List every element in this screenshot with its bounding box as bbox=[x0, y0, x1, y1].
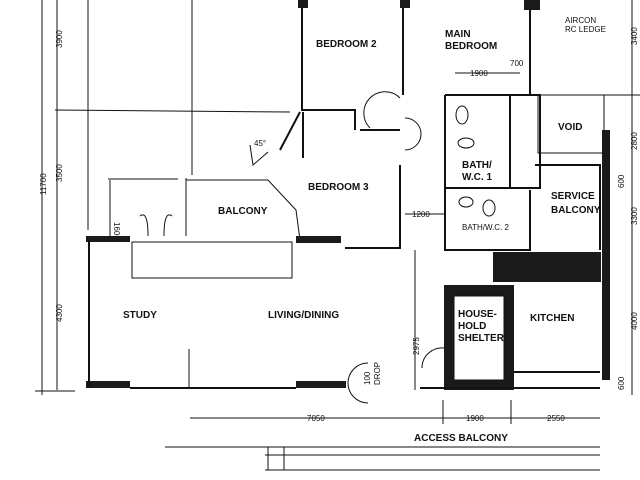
label-main-bedroom-2: BEDROOM bbox=[445, 41, 497, 52]
dim-1600: 1600 bbox=[112, 222, 121, 240]
label-drop-2: DROP bbox=[373, 362, 382, 385]
dim-3300: 3300 bbox=[630, 207, 639, 225]
dim-3400: 3400 bbox=[630, 27, 639, 45]
label-drop-1: 100 bbox=[363, 371, 372, 385]
left-dimensions bbox=[35, 0, 291, 395]
label-void: VOID bbox=[558, 122, 582, 133]
label-kitchen: KITCHEN bbox=[530, 313, 574, 324]
dim-1900-top: 1900 bbox=[470, 69, 488, 78]
label-service-1: SERVICE bbox=[551, 191, 595, 202]
walls bbox=[86, 0, 610, 404]
label-aircon-1: AIRCON bbox=[565, 16, 596, 25]
label-balcony: BALCONY bbox=[218, 206, 268, 217]
label-living-dining: LIVING/DINING bbox=[268, 310, 339, 321]
label-bedroom-3: BEDROOM 3 bbox=[308, 182, 369, 193]
right-bottom-dimensions bbox=[165, 0, 640, 471]
dim-700: 700 bbox=[510, 59, 524, 68]
dim-2550: 2550 bbox=[547, 414, 565, 423]
dim-600-bottom: 600 bbox=[617, 376, 626, 390]
label-main-bedroom-1: MAIN bbox=[445, 29, 471, 40]
dim-45: 45° bbox=[254, 139, 266, 148]
label-shelter-2: HOLD bbox=[458, 321, 486, 332]
dim-4300: 4300 bbox=[55, 304, 64, 322]
label-bath-2: BATH/W.C. 2 bbox=[462, 223, 510, 232]
label-study: STUDY bbox=[123, 310, 157, 321]
dim-2975: 2975 bbox=[412, 337, 421, 355]
label-bath-1b: W.C. 1 bbox=[462, 172, 492, 183]
dim-3500: 3500 bbox=[55, 164, 64, 182]
dim-1900: 1900 bbox=[466, 414, 484, 423]
label-aircon-2: RC LEDGE bbox=[565, 25, 606, 34]
dim-600-top: 600 bbox=[617, 174, 626, 188]
dim-3900: 3900 bbox=[55, 30, 64, 48]
label-shelter-1: HOUSE- bbox=[458, 309, 497, 320]
label-bedroom-2: BEDROOM 2 bbox=[316, 39, 377, 50]
label-access-balcony: ACCESS BALCONY bbox=[414, 433, 508, 444]
dim-7050: 7050 bbox=[307, 414, 325, 423]
label-shelter-3: SHELTER bbox=[458, 333, 505, 344]
dim-11700: 11700 bbox=[39, 173, 48, 195]
label-bath-1a: BATH/ bbox=[462, 160, 492, 171]
dim-4000: 4000 bbox=[630, 312, 639, 330]
dim-1200: 1200 bbox=[412, 210, 430, 219]
dim-2800: 2800 bbox=[630, 132, 639, 150]
label-service-2: BALCONY bbox=[551, 205, 601, 216]
